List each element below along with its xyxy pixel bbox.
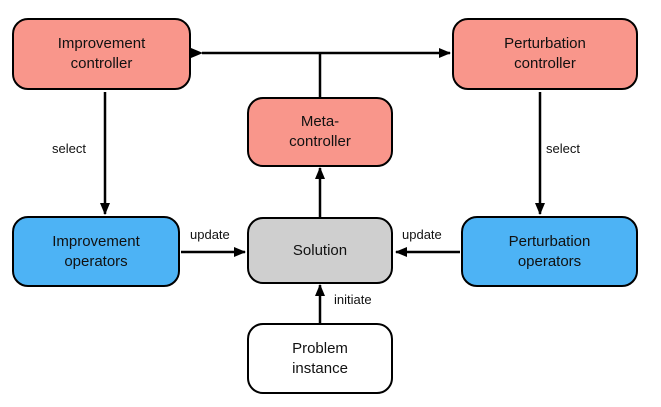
select-left-label: select bbox=[52, 141, 86, 156]
improvement-controller-line2: controller bbox=[70, 55, 133, 72]
perturbation-operators-line2: operators bbox=[517, 252, 582, 270]
select-right-label: select bbox=[546, 141, 580, 156]
meta-controller-node: Meta- controller bbox=[247, 97, 393, 167]
meta-controller-line1: Meta- bbox=[300, 113, 340, 130]
perturbation-controller-line2: controller bbox=[514, 55, 576, 72]
problem-instance-line1: Problem bbox=[292, 339, 348, 357]
perturbation-operators-line1: Perturbation bbox=[508, 232, 591, 250]
perturbation-controller-line1: Perturbation bbox=[504, 35, 586, 52]
perturbation-controller-node: Perturbation controller bbox=[452, 18, 638, 90]
solution-label: Solution bbox=[292, 241, 348, 259]
perturbation-operators-node: Perturbation operators bbox=[461, 216, 638, 287]
improvement-controller-line1: Improvement bbox=[57, 35, 146, 52]
problem-instance-line2: instance bbox=[292, 359, 348, 377]
meta-controller-line2: controller bbox=[289, 133, 351, 150]
improvement-operators-node: Improvement operators bbox=[12, 216, 180, 287]
update-right-label: update bbox=[402, 227, 442, 242]
solution-node: Solution bbox=[247, 217, 393, 284]
update-left-label: update bbox=[190, 227, 230, 242]
improvement-controller-node: Improvement controller bbox=[12, 18, 191, 90]
improvement-operators-line2: operators bbox=[64, 252, 128, 270]
problem-instance-node: Problem instance bbox=[247, 323, 393, 394]
initiate-label: initiate bbox=[334, 292, 372, 307]
improvement-operators-line1: Improvement bbox=[52, 232, 140, 250]
